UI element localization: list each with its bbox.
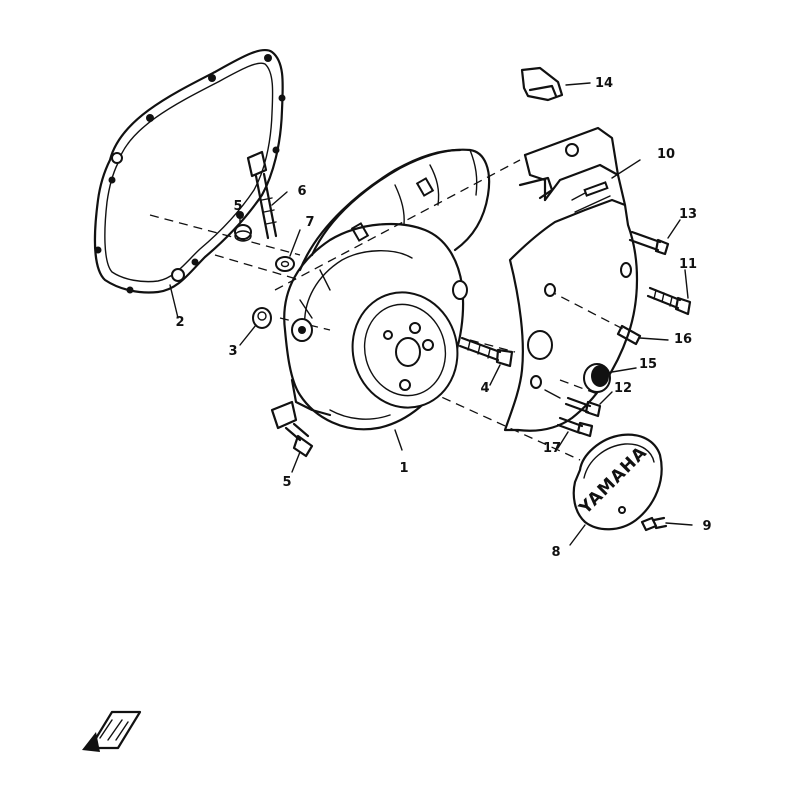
callout-16: 16 [674, 332, 692, 347]
callout-12: 12 [614, 381, 632, 396]
callout-9: 9 [702, 519, 711, 534]
clip-part-14 [520, 66, 591, 102]
crankcase-cover-part-1 [283, 148, 491, 451]
callout-11: 11 [679, 257, 697, 272]
callout-15: 15 [639, 357, 657, 372]
callout-1: 1 [399, 461, 408, 476]
callout-4: 4 [480, 381, 489, 396]
collar-part-3 [239, 307, 272, 346]
screw-part-16 [616, 324, 669, 346]
screw-part-17 [556, 416, 594, 449]
grommet-part-5-upper [234, 215, 252, 242]
callout-6: 6 [297, 184, 306, 199]
callout-14: 14 [595, 76, 613, 91]
washer-part-7 [275, 229, 301, 272]
bolt-part-6 [246, 150, 288, 240]
gasket-part-2 [93, 48, 286, 319]
callout-10: 10 [657, 147, 675, 162]
callout-17: 17 [543, 441, 561, 456]
screw-part-9 [640, 516, 693, 532]
front-direction-icon [82, 710, 142, 752]
plug-cap-part-15 [583, 363, 637, 393]
callout-labels: 1 2 3 4 5 5 6 7 8 9 10 11 12 13 14 15 16… [175, 76, 711, 560]
callout-5-lower: 5 [282, 475, 291, 490]
bolt-part-5-lower [270, 400, 314, 473]
bolt-part-11 [646, 269, 692, 316]
screw-part-13 [628, 219, 681, 256]
callout-8: 8 [551, 545, 560, 560]
callout-2: 2 [175, 315, 184, 330]
callout-7: 7 [305, 215, 314, 230]
callout-5-upper: 5 [233, 199, 242, 214]
screw-part-12 [564, 391, 613, 418]
callout-3: 3 [228, 344, 237, 359]
callout-13: 13 [679, 207, 697, 222]
outer-cover-part-10 [503, 126, 641, 432]
bolt-part-4 [458, 336, 514, 386]
